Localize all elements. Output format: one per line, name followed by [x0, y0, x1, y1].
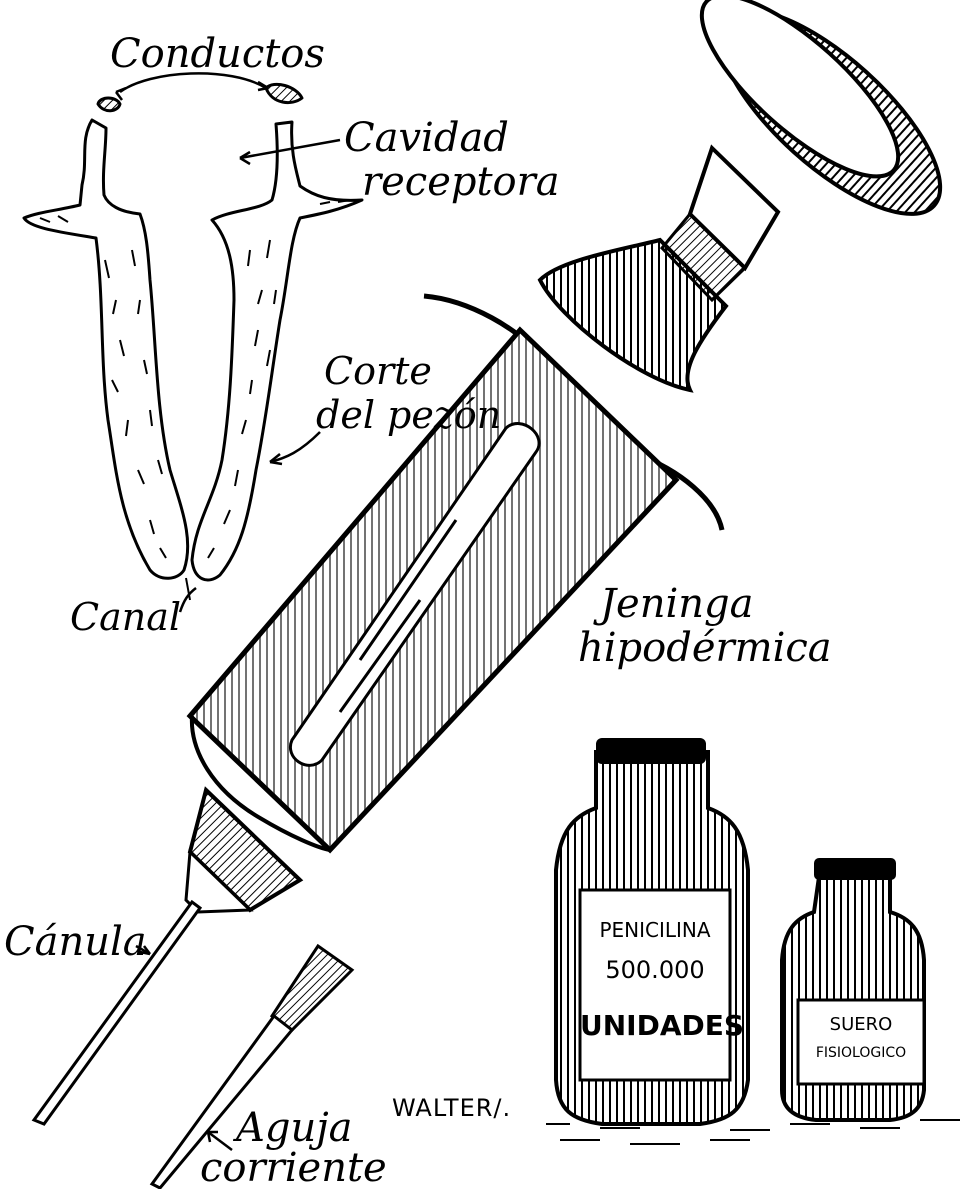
label-receptora: receptora: [362, 162, 560, 202]
label-conductos: Conductos: [110, 34, 325, 74]
label-cavidad: Cavidad: [344, 118, 509, 158]
label-corriente: corriente: [200, 1148, 387, 1188]
label-del-pezon: del pezón: [316, 396, 501, 434]
label-canula: Cánula: [4, 922, 147, 962]
penicilina-label-line3: UNIDADES: [580, 1012, 730, 1040]
suero-label-line2: FISIOLOGICO: [798, 1046, 924, 1060]
label-hipodermica: hipodérmica: [578, 628, 832, 668]
label-corte: Corte: [324, 352, 432, 390]
label-jeringa: Jeninga: [600, 584, 753, 624]
suero-vial: [782, 858, 924, 1120]
penicilina-label-line1: PENICILINA: [580, 920, 730, 940]
label-canal: Canal: [70, 598, 181, 636]
label-aguja: Aguja: [236, 1108, 353, 1148]
suero-label-line1: SUERO: [798, 1016, 924, 1034]
penicilina-label-line2: 500.000: [580, 958, 730, 982]
teat-section: [24, 84, 362, 600]
artist-signature: WALTER/.: [392, 1094, 511, 1122]
